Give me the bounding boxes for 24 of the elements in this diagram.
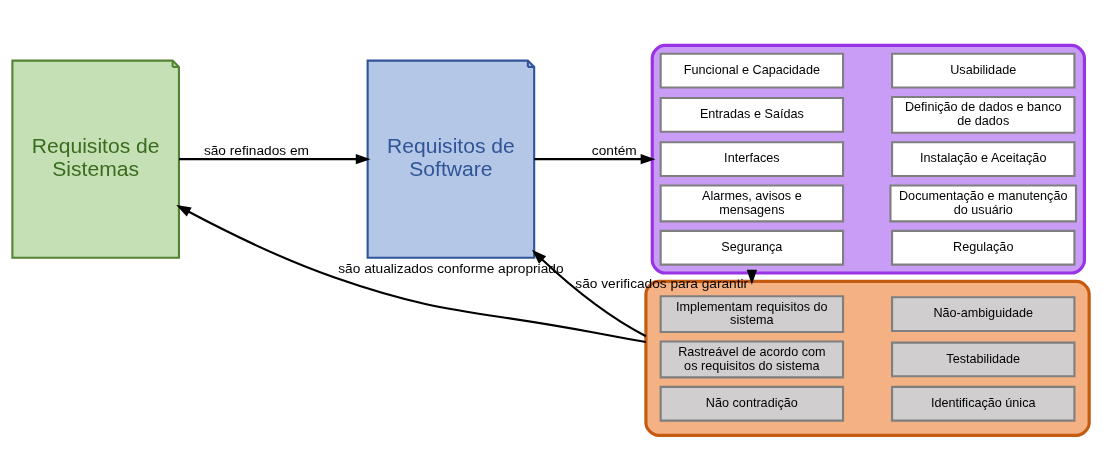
edge-label: contém: [591, 143, 637, 159]
node-box: Interfaces: [659, 141, 845, 178]
node-box: Regulação: [891, 229, 1076, 266]
node-box: Segurança: [659, 229, 845, 266]
arrow: [179, 154, 371, 165]
node-box: Testabilidade: [891, 341, 1076, 378]
node-box: Rastreável de acordo com os requisitos do sistema: [659, 340, 845, 379]
node-box: Implementam requisitos do sistema: [659, 295, 845, 334]
node-box: Definição de dados e banco de dados: [891, 95, 1076, 134]
cluster: [650, 43, 1086, 275]
arrow: [531, 249, 647, 338]
node-box: Entradas e Saídas: [659, 96, 845, 133]
arrow: [746, 269, 758, 285]
node-box: Usabilidade: [891, 52, 1076, 89]
node-box: Documentação e manutenção do usuário: [889, 184, 1078, 223]
arrow: [176, 205, 647, 344]
node-box: Identificação única: [891, 385, 1076, 422]
arrow: [534, 154, 656, 165]
node-box: Instalação e Aceitação: [891, 141, 1076, 178]
node-box: Não-ambiguidade: [891, 296, 1076, 333]
node-box: Funcional e Capacidade: [659, 52, 845, 89]
node-box: Não contradição: [659, 385, 845, 422]
node-box: Alarmes, avisos e mensagens: [659, 184, 845, 223]
edge-label: são refinados em: [203, 143, 309, 159]
